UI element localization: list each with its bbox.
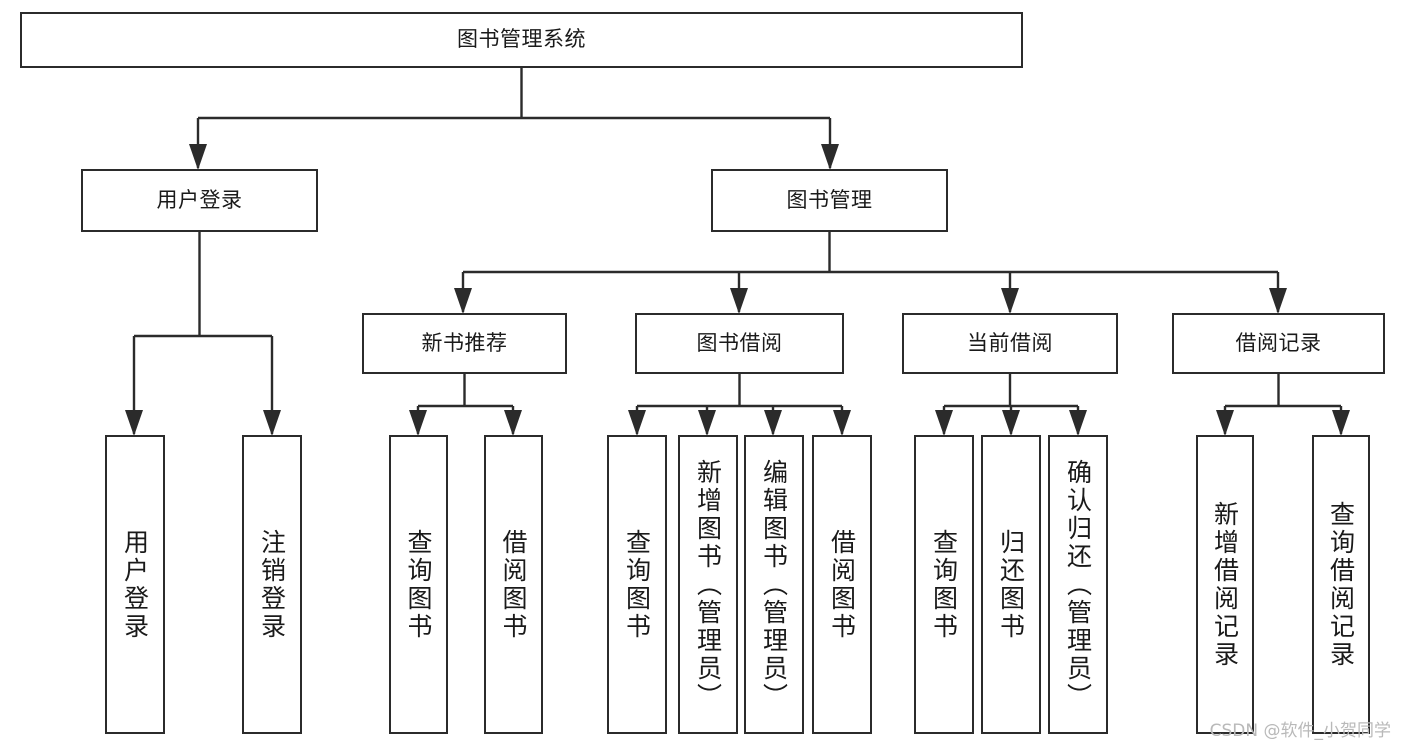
node-label: 当前借阅 [967, 330, 1053, 355]
node-label: 编辑图书（管理员） [759, 458, 789, 711]
node-leaf-user-login[interactable]: 用户登录 [105, 435, 165, 734]
node-leaf-borrow-1[interactable]: 借阅图书 [484, 435, 543, 734]
node-book-manage[interactable]: 图书管理 [711, 169, 948, 232]
node-new-book-rec[interactable]: 新书推荐 [362, 313, 567, 374]
node-leaf-query-2[interactable]: 查询图书 [607, 435, 667, 734]
node-label: 确认归还（管理员） [1063, 458, 1093, 711]
node-label: 查询图书 [622, 528, 652, 641]
node-leaf-query-1[interactable]: 查询图书 [389, 435, 448, 734]
node-label: 查询图书 [404, 528, 433, 641]
node-leaf-add-book[interactable]: 新增图书（管理员） [678, 435, 738, 734]
node-label: 注销登录 [257, 528, 287, 641]
node-leaf-edit-book[interactable]: 编辑图书（管理员） [744, 435, 804, 734]
node-label: 借阅记录 [1235, 330, 1322, 355]
node-user-login[interactable]: 用户登录 [81, 169, 318, 232]
node-label: 用户登录 [156, 187, 243, 212]
node-borrow-record[interactable]: 借阅记录 [1172, 313, 1385, 374]
node-label: 借阅图书 [827, 528, 857, 641]
node-label: 新增借阅记录 [1210, 500, 1240, 669]
node-label: 新增图书（管理员） [693, 458, 723, 711]
node-label: 用户登录 [120, 528, 150, 641]
node-label: 借阅图书 [499, 528, 528, 641]
node-leaf-confirm[interactable]: 确认归还（管理员） [1048, 435, 1108, 734]
node-label: 查询图书 [929, 528, 959, 641]
node-label: 查询借阅记录 [1326, 500, 1356, 669]
node-leaf-query-rec[interactable]: 查询借阅记录 [1312, 435, 1370, 734]
node-current-borrow[interactable]: 当前借阅 [902, 313, 1118, 374]
node-root[interactable]: 图书管理系统 [20, 12, 1023, 68]
node-label: 新书推荐 [421, 330, 508, 355]
node-book-borrow[interactable]: 图书借阅 [635, 313, 844, 374]
node-label: 图书管理系统 [457, 27, 586, 52]
node-label: 归还图书 [996, 528, 1026, 641]
watermark-text: CSDN @软件_小贺同学 [1209, 721, 1391, 741]
node-leaf-query-3[interactable]: 查询图书 [914, 435, 974, 734]
node-label: 图书借阅 [696, 330, 783, 355]
node-leaf-borrow-2[interactable]: 借阅图书 [812, 435, 872, 734]
node-leaf-add-rec[interactable]: 新增借阅记录 [1196, 435, 1254, 734]
node-leaf-return[interactable]: 归还图书 [981, 435, 1041, 734]
node-label: 图书管理 [786, 187, 873, 212]
node-leaf-logout[interactable]: 注销登录 [242, 435, 302, 734]
